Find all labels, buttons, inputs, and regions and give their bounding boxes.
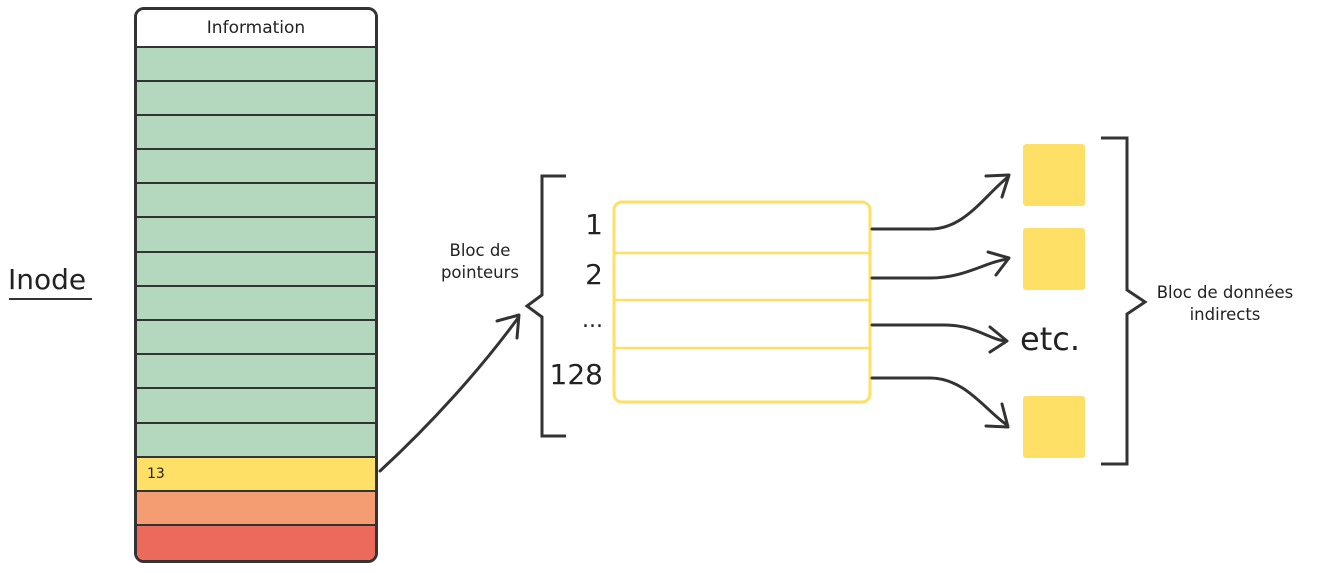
data-block-label-line1: Bloc de données — [1156, 283, 1294, 302]
pointer-block-table — [612, 200, 872, 404]
inode-direct-row — [137, 80, 375, 115]
pointer-block-label-line1: Bloc de — [449, 241, 511, 260]
inode-direct-row — [137, 353, 375, 388]
inode-header-row: Information — [137, 10, 375, 46]
data-block-square — [1023, 396, 1085, 458]
pointer-ellipsis-arrow — [870, 323, 1008, 343]
inode-double-indirect-row — [137, 490, 375, 525]
data-block-label-line2: indirects — [1189, 305, 1261, 324]
inode-to-pointer-arrow — [378, 316, 520, 473]
inode-direct-row — [137, 251, 375, 286]
inode-label: Inode — [8, 263, 87, 296]
pointer-index-128: 128 — [549, 358, 603, 391]
inode-direct-row — [137, 114, 375, 149]
pointer-2-arrowhead — [986, 250, 1011, 277]
data-block-square — [1023, 228, 1085, 290]
inode-indirect-row: 13 — [137, 456, 375, 490]
inode-underline — [9, 298, 92, 300]
pointer-ellipsis-arrowhead — [988, 325, 1009, 354]
inode-triple-indirect-row — [137, 524, 375, 560]
inode-direct-row — [137, 148, 375, 183]
pointer-block-label: Bloc de pointeurs — [420, 240, 540, 284]
inode-direct-row — [137, 422, 375, 457]
inode-direct-row — [137, 216, 375, 251]
pointer-index-1: 1 — [585, 208, 603, 241]
data-block-square — [1023, 144, 1085, 206]
data-block-label: Bloc de données indirects — [1150, 282, 1300, 326]
inode-to-pointer-arrowhead — [495, 313, 521, 340]
pointer-2-arrow — [870, 257, 1010, 280]
pointer-128-arrow — [870, 376, 1009, 427]
data-block-brace — [1101, 136, 1148, 466]
inode-header-text: Information — [206, 18, 306, 38]
pointer-index-2: 2 — [585, 258, 603, 291]
inode-direct-row — [137, 319, 375, 354]
pointer-1-arrowhead — [984, 173, 1011, 199]
pointer-block-brace — [524, 174, 566, 438]
pointer-128-arrowhead — [984, 402, 1010, 429]
inode-direct-row — [137, 46, 375, 81]
inode-direct-row — [137, 387, 375, 422]
inode-indirect-row-label: 13 — [147, 466, 165, 482]
pointer-block-label-line2: pointeurs — [440, 263, 520, 282]
inode-direct-row — [137, 182, 375, 217]
etc-text: etc. — [1020, 320, 1080, 358]
inode-direct-row — [137, 285, 375, 320]
pointer-index-ellipsis: ... — [582, 308, 603, 333]
inode-table: Information 13 — [134, 7, 378, 563]
pointer-1-arrow — [870, 175, 1010, 231]
